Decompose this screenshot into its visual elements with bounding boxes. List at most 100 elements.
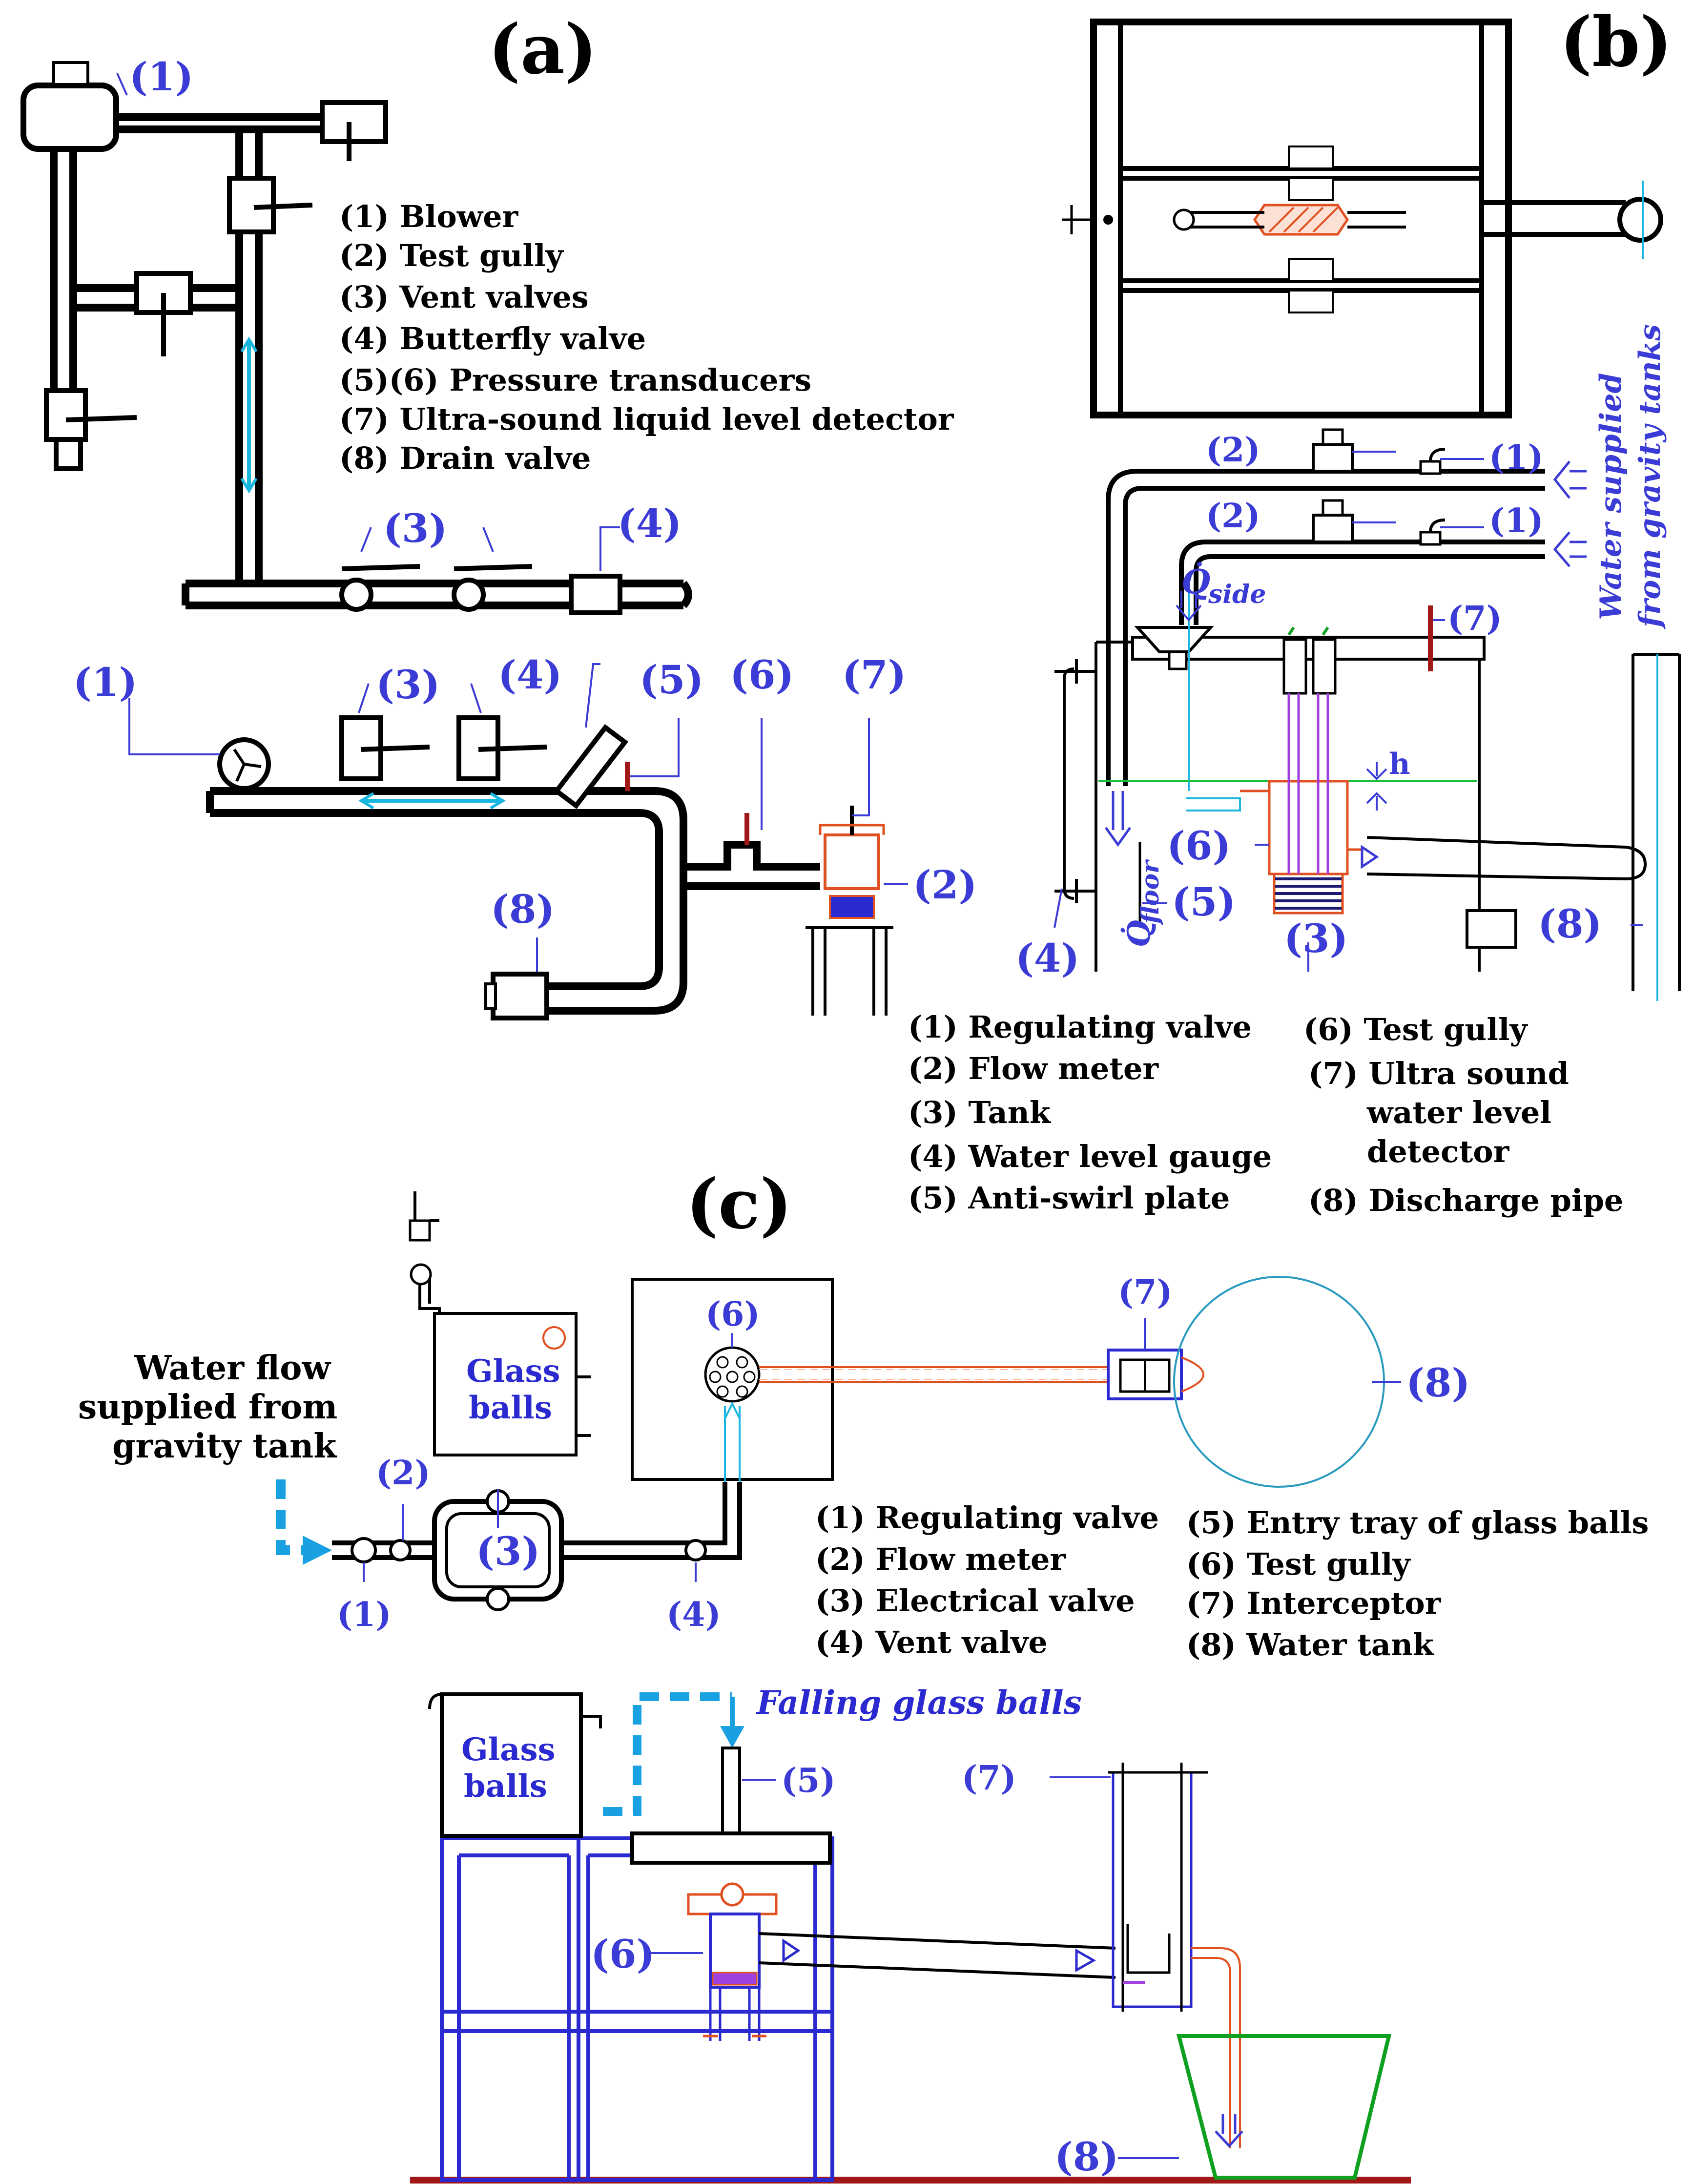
legend-c-item-4: (4) Vent valve [815,1624,1048,1660]
c-gully-elev-legs [709,1987,761,2041]
legend-c-item-6: (6) Test gully [1186,1546,1411,1582]
b-flowmeter-2-cap [1322,499,1344,517]
c-frame-outer [440,1836,834,2182]
left-valve-handle [65,415,137,422]
blower-motor [52,61,89,86]
a-gully-stand [806,926,893,1016]
marker-c-6-elev: (6) [591,1931,655,1977]
b-section-view [1054,428,1681,1001]
a-leader-1 [128,698,220,755]
b-h-arrows [1366,762,1387,811]
b-q-floor-group: Q̇ floor [1120,859,1164,947]
a-leader-7 [852,718,870,816]
a-branch-pipe [683,841,820,890]
b-plan-outlet-inner [1347,211,1406,229]
marker-c-5: (5) [781,1761,836,1800]
left-valve [44,388,88,442]
legend-b-item-8: (8) Discharge pipe [1308,1183,1623,1218]
marker-a-5: (5) [640,657,703,703]
marker-b-6: (6) [1167,823,1231,869]
c-interceptor-basket [1126,1924,1171,1974]
legend-a-item-7: (8) Drain valve [339,440,591,476]
c-glassbox-elev-fittings [428,1693,602,1728]
panel-c-legend: (1) Regulating valve (2) Flow meter (3) … [815,1500,1649,1663]
b-plan-gully-hatch [1268,207,1339,233]
b-discharge-pipe [1366,836,1647,881]
b-plan-discharge-end [1617,197,1663,243]
legend-a-item-3: (3) Vent valves [339,279,589,315]
panel-a-legend: (1) Blower (2) Test gully (3) Vent valve… [339,199,954,476]
c-glassbox-plan-label-2: balls [469,1390,552,1426]
marker-c-7-elev: (7) [962,1759,1016,1798]
b-gully-water [1275,877,1342,910]
c-vent-valve [684,1539,707,1561]
panel-b: (b) [908,2,1681,1218]
marker-a-7: (7) [842,652,906,698]
b-plan-clamp-top-1 [1288,146,1334,169]
c-gully-supply [724,1406,741,1482]
a-blower-fan [233,749,262,782]
c-outlet-flow-arrows [782,1938,1096,1973]
legend-b-item-3: (3) Tank [908,1095,1052,1130]
marker-b-7: (7) [1447,599,1502,638]
a-leader-5 [630,718,680,777]
marker-c-6: (6) [705,1295,760,1334]
b-plan-handle [1062,205,1094,234]
legend-a-item-2: (2) Test gully [339,238,564,273]
a-gully-top [819,824,885,835]
top-pipe [116,113,322,133]
marker-b-1b: (1) [1489,501,1544,541]
legend-c-item-8: (8) Water tank [1186,1627,1435,1663]
legend-c-item-5: (5) Entry tray of glass balls [1186,1505,1649,1540]
b-level-gauge-fittings [1054,659,1096,903]
b-leaders-top [1352,451,1484,528]
marker-b-3: (3) [1284,915,1348,961]
a-flow-arrow-heads [358,792,506,810]
c-glassbox-elev-label-1: Glass [461,1731,556,1768]
c-water-tank-elev [1176,2034,1392,2180]
b-discharge-arrow [1361,845,1379,869]
marker-b-8: (8) [1538,901,1602,947]
c-glassbox-elev-label-2: balls [464,1768,547,1805]
vent-valve-1 [339,578,373,612]
b-test-gully [1240,626,1367,915]
b-supply-arrows [1553,460,1587,567]
c-supply-line-2: supplied from [78,1388,337,1427]
a-drain-outlet [484,982,497,1010]
vent-valve-handles [341,564,533,571]
legend-b-item-5: (5) Anti-swirl plate [908,1180,1230,1216]
marker-b-2a: (2) [1206,431,1260,470]
c-elev-leaders [649,1776,1179,2159]
c-supply-line-1: Water flow [134,1349,331,1388]
c-supply-line-3: gravity tank [112,1427,337,1466]
b-side-arrow [1176,591,1202,622]
b-regvalve-handles [1429,448,1446,533]
marker-a-6: (6) [730,652,794,698]
marker-c-2: (2) [376,1454,431,1493]
a-vent-handles [361,745,547,752]
c-plan-view: Glass balls [276,1191,1401,1611]
c-glassbox-plan [433,1312,578,1456]
b-supply-pipe-1 [1106,469,1545,786]
marker-b-5: (5) [1172,879,1236,925]
panel-b-legend: (1) Regulating valve (2) Flow meter (3) … [908,1009,1623,1218]
marker-c-4: (4) [666,1595,721,1634]
c-electrical-valve-bottom [486,1587,510,1611]
a-main-pipe [206,787,687,1015]
legend-b-item-7-cont2: detector [1367,1134,1510,1169]
b-funnel-neck [1168,650,1188,670]
vent-valve-2 [452,578,486,612]
legend-a-item-6: (7) Ultra-sound liquid level detector [339,401,954,437]
b-plan-inlet-end [1173,208,1195,231]
b-h-label: h [1389,747,1410,781]
panel-a-bottom-schematic [128,663,908,1020]
legend-b-item-2: (2) Flow meter [908,1051,1159,1086]
legend-b-item-4: (4) Water level gauge [908,1139,1272,1174]
a-leader-4 [585,663,600,728]
butterfly-valve [569,574,622,615]
c-plan-leaders [363,1318,1401,1582]
panel-c-tag: (c) [686,1165,792,1245]
left-pipe [50,149,77,425]
legend-b-item-7: (7) Ultra sound [1308,1056,1569,1091]
